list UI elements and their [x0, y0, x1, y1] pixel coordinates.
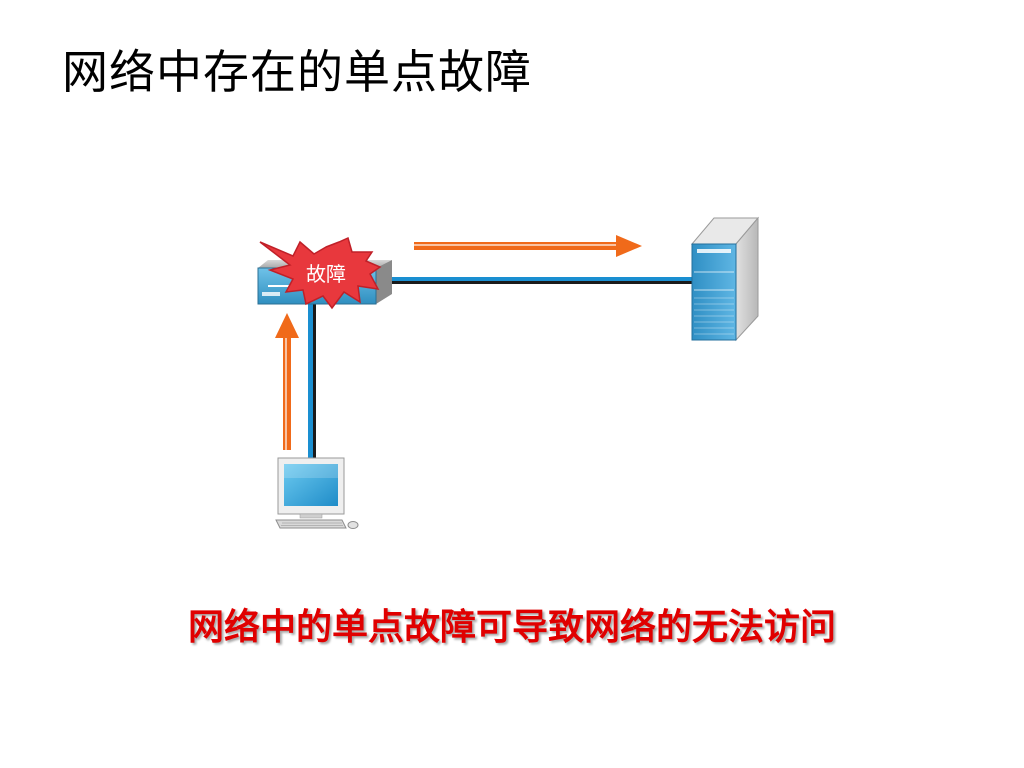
fault-label: 故障	[306, 262, 346, 286]
desktop-computer-icon	[275, 457, 359, 529]
arrow-to-switch	[275, 313, 299, 450]
link-switch-server	[385, 277, 697, 284]
explosion-burst-icon: 故障	[259, 236, 382, 310]
server-icon	[690, 216, 760, 342]
caption: 网络中的单点故障可导致网络的无法访问	[187, 607, 836, 648]
link-switch-pc	[308, 298, 316, 460]
arrow-to-server	[414, 235, 642, 257]
slide-title: 网络中存在的单点故障	[62, 45, 532, 99]
